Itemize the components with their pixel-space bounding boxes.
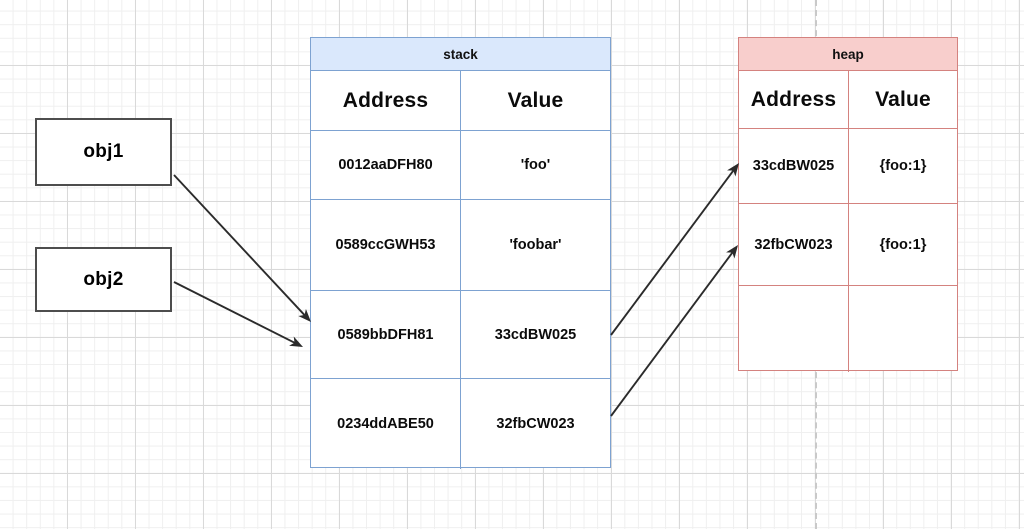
variable-label: obj2 xyxy=(83,268,124,290)
stack-cell-value: 'foobar' xyxy=(461,200,610,291)
stack-table-title: stack xyxy=(311,38,610,71)
stack-cell-value: 32fbCW023 xyxy=(496,416,575,432)
heap-cell-value xyxy=(849,286,957,372)
variable-box-obj1[interactable]: obj1 xyxy=(35,118,172,186)
heap-column-header: Address xyxy=(739,71,849,129)
obj2-to-stack-row3-line xyxy=(173,281,296,344)
stack-column-header: Address xyxy=(311,71,461,131)
heap-cell-value: {foo:1} xyxy=(849,204,957,286)
stack-cell-value: 'foo' xyxy=(461,131,610,200)
stack-cell-address: 0589bbDFH81 xyxy=(311,291,461,379)
obj1-to-stack-row3-line xyxy=(173,174,306,317)
stack-row4-to-heap-row2-head xyxy=(726,245,738,259)
heap-column-header: Value xyxy=(849,71,957,129)
stack-row4-to-heap-row2-line xyxy=(610,251,734,417)
stack-cell-value: 33cdBW025 xyxy=(461,291,610,379)
obj2-to-stack-row3-arrow xyxy=(173,281,303,347)
stack-cell-address: 0012aaDFH80 xyxy=(311,131,461,200)
stack-row3-to-heap-row1-arrow xyxy=(610,163,739,336)
heap-cell-address: 33cdBW025 xyxy=(739,129,849,204)
heap-table-title: heap xyxy=(739,38,957,71)
heap-cell-address xyxy=(739,286,849,372)
heap-cell-address: 32fbCW023 xyxy=(739,204,849,286)
stack-cell-address: 0589ccGWH53 xyxy=(311,200,461,291)
obj1-to-stack-row3-arrow xyxy=(173,174,311,322)
obj2-to-stack-row3-head xyxy=(289,336,303,347)
heap-cell-value: {foo:1} xyxy=(849,129,957,204)
variable-box-obj2[interactable]: obj2 xyxy=(35,247,172,312)
stack-column-header: Value xyxy=(461,71,610,131)
stack-row4-to-heap-row2-arrow xyxy=(610,245,738,417)
stack-cell-address: 0234ddABE50 xyxy=(311,379,461,469)
variable-label: obj1 xyxy=(83,141,124,162)
stack-row3-to-heap-row1-line xyxy=(610,169,735,336)
